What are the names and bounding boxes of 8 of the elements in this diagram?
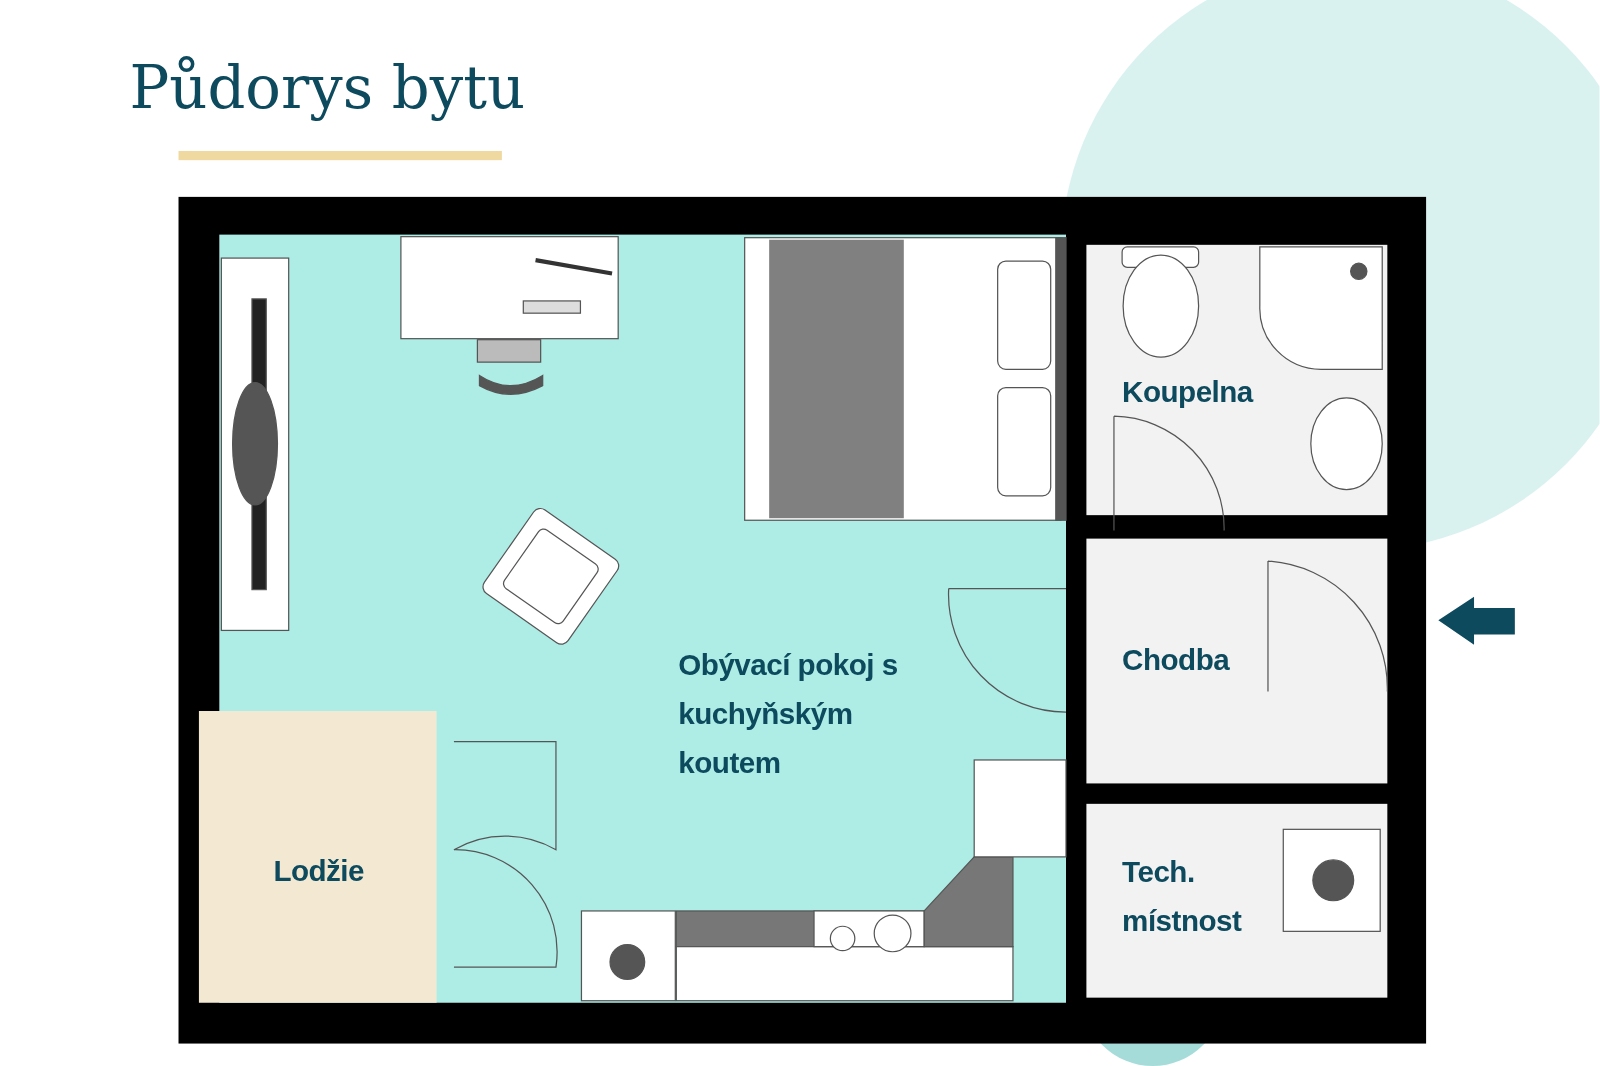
- room-label: Chodba: [1122, 642, 1231, 679]
- room-label: Tech. místnost: [1122, 854, 1243, 940]
- room-label: Lodžie: [273, 853, 365, 890]
- room-area: [198, 711, 437, 1003]
- room-label: Obývací pokoj s kuchyňským koutem: [678, 647, 899, 782]
- room-label: Koupelna: [1122, 374, 1255, 411]
- room-area: [1086, 538, 1388, 784]
- page-title: Půdorys bytu: [129, 53, 526, 123]
